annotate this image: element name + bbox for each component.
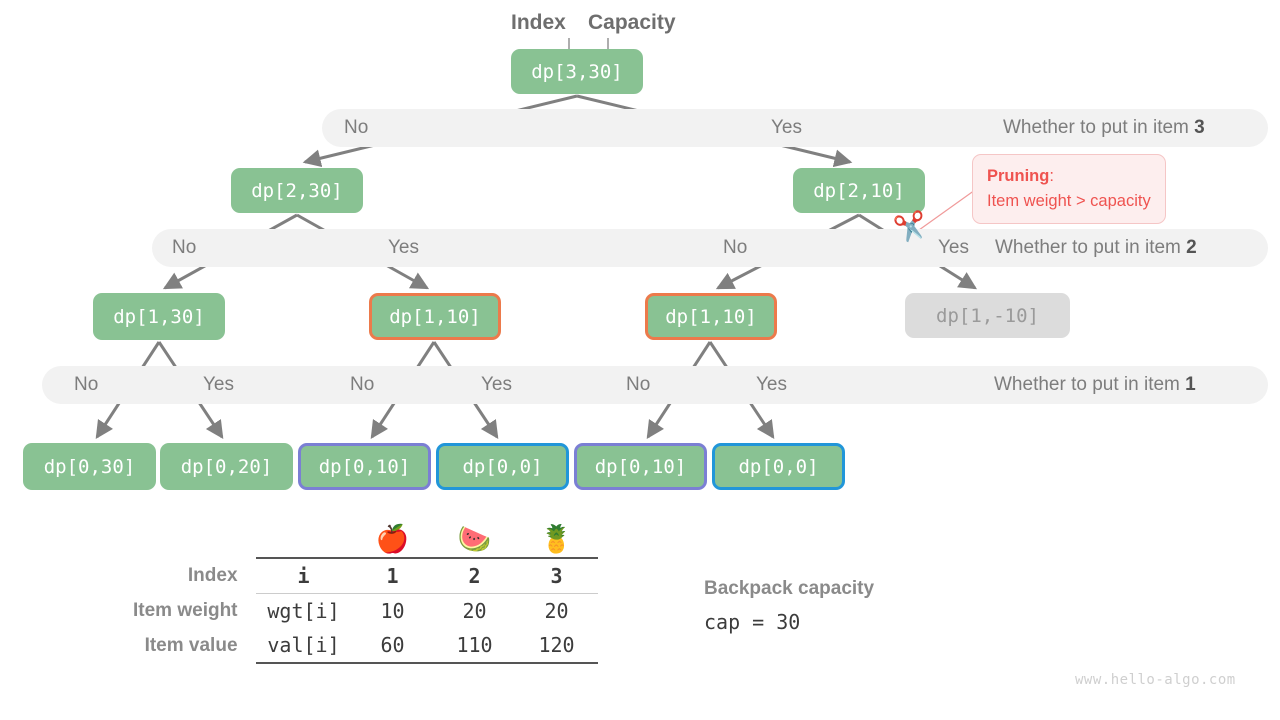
table-cell-index-2: 2 xyxy=(433,557,516,594)
decision-title-prefix-1: Whether to put in item xyxy=(994,374,1186,395)
items-table: 🍎 🍉 🍍 Index i 1 2 3 Item weight wgt[i] 1… xyxy=(133,518,598,664)
tree-node-dp-2-30[interactable]: dp[2,30] xyxy=(231,168,363,213)
index-header-label: Index xyxy=(511,11,566,34)
table-row-weight: Item weight wgt[i] 10 20 20 xyxy=(133,594,598,629)
decision-title-item-1: Whether to put in item 1 xyxy=(994,366,1196,404)
decision-label-yes-item-1-c: Yes xyxy=(756,374,787,395)
decision-label-yes-item-1-a: Yes xyxy=(203,374,234,395)
pruning-callout: Pruning: Item weight > capacity xyxy=(972,154,1166,224)
table-cell-weight-code: wgt[i] xyxy=(267,599,340,623)
decision-title-prefix-2: Whether to put in item xyxy=(995,237,1187,258)
table-cell-value-1: 60 xyxy=(351,628,434,664)
decision-label-yes-item-1-b: Yes xyxy=(481,374,512,395)
table-icon-code-spacer xyxy=(256,518,352,558)
decision-label-no-item-1-a: No xyxy=(74,374,99,395)
decision-label-no-item-2-left: No xyxy=(172,237,197,258)
table-cell-weight-2: 20 xyxy=(462,599,487,623)
tree-node-dp-0-10-a[interactable]: dp[0,10] xyxy=(298,443,431,490)
decision-label-no-item-2-right: No xyxy=(723,237,748,258)
table-cell-value-3: 120 xyxy=(515,628,598,664)
watermelon-icon: 🍉 xyxy=(457,524,492,555)
decision-title-item-2: Whether to put in item 2 xyxy=(995,229,1197,267)
table-row-header-value: Item value xyxy=(144,634,238,656)
decision-label-no-item-1-c: No xyxy=(626,374,651,395)
table-cell-value-2: 110 xyxy=(433,628,516,664)
decision-bar-item-2 xyxy=(152,229,1268,267)
decision-bar-item-1 xyxy=(42,366,1268,404)
table-row-header-index: Index xyxy=(187,564,238,586)
table-icon-row: 🍎 🍉 🍍 xyxy=(133,518,598,558)
pruning-colon: : xyxy=(1049,167,1054,185)
table-cell-value-code: val[i] xyxy=(255,628,352,664)
table-cell-index-3: 3 xyxy=(515,557,598,594)
tree-node-dp-0-20[interactable]: dp[0,20] xyxy=(160,443,293,490)
tree-node-dp-1-10-b[interactable]: dp[1,10] xyxy=(645,293,777,340)
pineapple-icon: 🍍 xyxy=(539,524,574,555)
tree-node-dp-2-10[interactable]: dp[2,10] xyxy=(793,168,925,213)
decision-label-yes-item-3: Yes xyxy=(771,117,802,138)
decision-title-item-number-1: 1 xyxy=(1185,374,1196,395)
capacity-header-label: Capacity xyxy=(588,11,676,34)
decision-label-no-item-1-b: No xyxy=(350,374,375,395)
table-row-value: Item value val[i] 60 110 120 xyxy=(133,628,598,664)
table-cell-weight-3: 20 xyxy=(544,599,569,623)
tree-node-dp-1-10-a[interactable]: dp[1,10] xyxy=(369,293,501,340)
decision-title-item-number-3: 3 xyxy=(1194,117,1205,138)
decision-label-yes-item-2-right: Yes xyxy=(938,237,969,258)
table-cell-weight-1: 10 xyxy=(380,599,405,623)
capacity-info: Backpack capacity cap = 30 xyxy=(704,578,874,634)
tree-node-dp-1-neg10[interactable]: dp[1,-10] xyxy=(905,293,1070,338)
tree-node-dp-0-30[interactable]: dp[0,30] xyxy=(23,443,156,490)
decision-bar-item-3 xyxy=(322,109,1268,147)
pruning-title-line: Pruning: xyxy=(987,164,1151,189)
decision-label-yes-item-2-left: Yes xyxy=(388,237,419,258)
table-cell-index-1: 1 xyxy=(351,557,434,594)
pruning-description: Item weight > capacity xyxy=(987,191,1151,210)
table-icon-row-spacer xyxy=(133,518,256,558)
pruning-title: Pruning xyxy=(987,167,1050,185)
decision-title-item-number-2: 2 xyxy=(1186,237,1197,258)
decision-title-prefix-3: Whether to put in item xyxy=(1003,117,1195,138)
capacity-value: cap = 30 xyxy=(704,610,801,634)
table-row-index: Index i 1 2 3 xyxy=(133,557,598,594)
tree-node-dp-0-10-b[interactable]: dp[0,10] xyxy=(574,443,707,490)
capacity-title: Backpack capacity xyxy=(704,578,875,599)
watermark: www.hello-algo.com xyxy=(1075,672,1236,688)
tree-node-dp-0-0-b[interactable]: dp[0,0] xyxy=(712,443,845,490)
table-cell-index-code: i xyxy=(255,557,352,594)
tree-node-dp-1-30[interactable]: dp[1,30] xyxy=(93,293,225,340)
table-row-header-weight: Item weight xyxy=(133,599,238,621)
tree-node-dp-3-30[interactable]: dp[3,30] xyxy=(511,49,643,94)
tree-node-dp-0-0-a[interactable]: dp[0,0] xyxy=(436,443,569,490)
decision-title-item-3: Whether to put in item 3 xyxy=(1003,109,1205,147)
decision-label-no-item-3: No xyxy=(344,117,369,138)
apple-icon: 🍎 xyxy=(375,524,410,555)
